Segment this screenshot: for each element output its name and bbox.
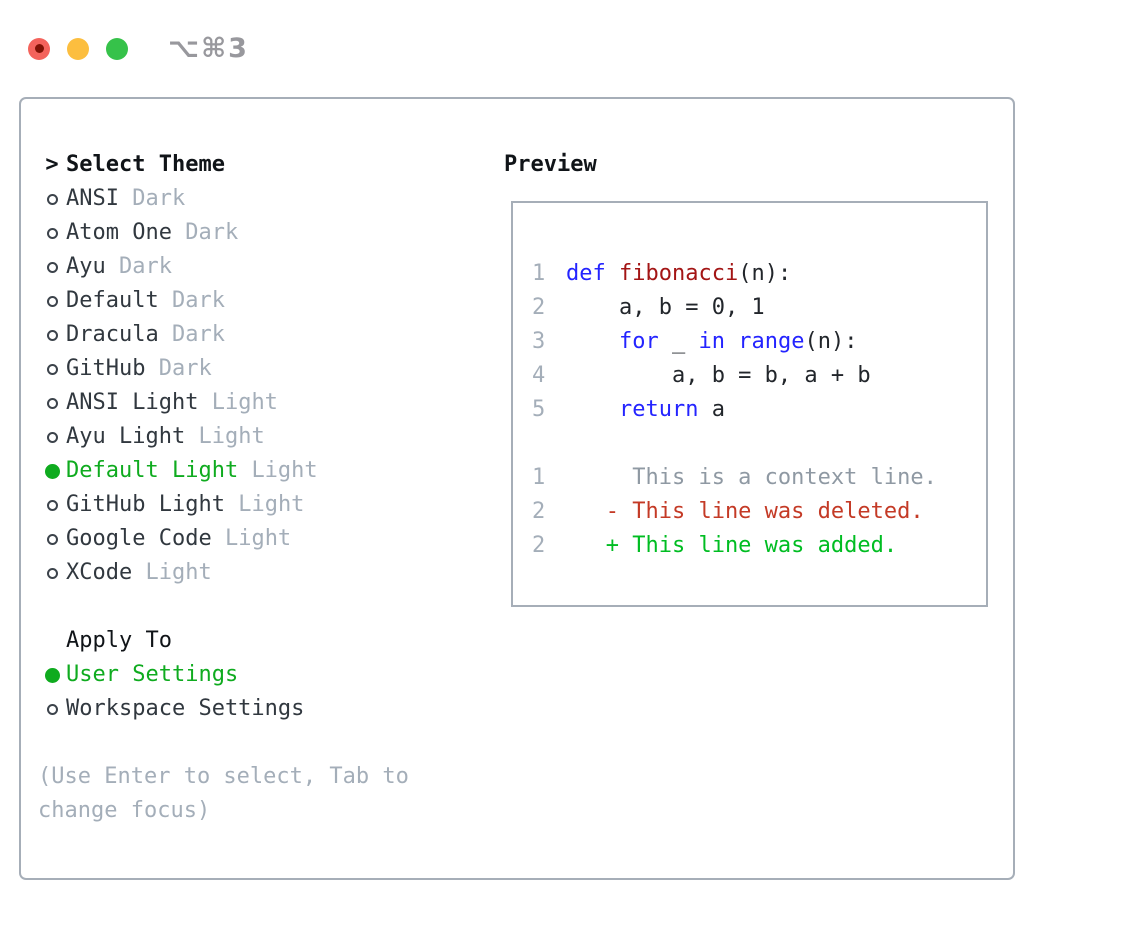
record-dot-icon: [34, 44, 44, 53]
apply-to-header: Apply To: [38, 624, 488, 658]
theme-option-label: Ayu Dark: [66, 254, 172, 279]
theme-option-label: ANSI Light Light: [66, 390, 278, 415]
theme-option-label: Default Dark: [66, 288, 225, 313]
theme-option-label: ANSI Dark: [66, 186, 186, 211]
theme-option-github-light[interactable]: GitHub Light Light: [38, 488, 488, 522]
diff-line-deleted: 2 - This line was deleted.: [532, 495, 966, 529]
radio-unselected-icon: [38, 227, 66, 239]
apply-option-label: Workspace Settings: [66, 696, 305, 721]
diff-text: - This line was deleted.: [566, 499, 924, 524]
theme-option-google-code[interactable]: Google Code Light: [38, 522, 488, 556]
theme-option-ansi-light[interactable]: ANSI Light Light: [38, 386, 488, 420]
code-text: a, b = 0, 1: [566, 295, 765, 320]
apply-option-workspace-settings[interactable]: Workspace Settings: [38, 692, 488, 726]
theme-option-ayu[interactable]: Ayu Dark: [38, 250, 488, 284]
radio-unselected-icon: [38, 431, 66, 443]
radio-unselected-icon: [38, 499, 66, 511]
apply-to-title: Apply To: [66, 628, 172, 653]
line-number: 2: [532, 533, 546, 558]
code-text: def fibonacci(n):: [566, 261, 792, 286]
line-number: 2: [532, 295, 546, 320]
radio-unselected-icon: [38, 397, 66, 409]
line-number: 1: [532, 465, 546, 490]
apply-option-label: User Settings: [66, 662, 239, 687]
code-line: 3 for _ in range(n):: [532, 325, 966, 359]
code-line: 4 a, b = b, a + b: [532, 359, 966, 393]
theme-option-label: Ayu Light Light: [66, 424, 265, 449]
theme-option-default-light[interactable]: Default Light Light: [38, 454, 488, 488]
window-title: ⌥⌘3: [168, 33, 249, 64]
radio-unselected-icon: [38, 295, 66, 307]
select-theme-header: > Select Theme: [38, 148, 488, 182]
radio-unselected-icon: [38, 261, 66, 273]
apply-option-user-settings[interactable]: User Settings: [38, 658, 488, 692]
select-theme-title: Select Theme: [66, 152, 225, 177]
theme-option-xcode[interactable]: XCode Light: [38, 556, 488, 590]
line-number: 5: [532, 397, 546, 422]
theme-option-label: Default Light Light: [66, 458, 318, 483]
line-number: 4: [532, 363, 546, 388]
radio-unselected-icon: [38, 363, 66, 375]
line-number: 2: [532, 499, 546, 524]
diff-line-context: 1 This is a context line.: [532, 461, 966, 495]
theme-option-label: Atom One Dark: [66, 220, 239, 245]
zoom-button[interactable]: [106, 37, 128, 60]
preview-header-row: Preview: [504, 148, 1013, 182]
line-number: 3: [532, 329, 546, 354]
theme-option-github[interactable]: GitHub Dark: [38, 352, 488, 386]
theme-option-default[interactable]: Default Dark: [38, 284, 488, 318]
traffic-lights: [28, 37, 128, 60]
theme-option-label: GitHub Light Light: [66, 492, 305, 517]
code-line: 1 def fibonacci(n):: [532, 257, 966, 291]
radio-unselected-icon: [38, 193, 66, 205]
theme-option-label: GitHub Dark: [66, 356, 212, 381]
theme-option-ayu-light[interactable]: Ayu Light Light: [38, 420, 488, 454]
radio-unselected-icon: [38, 703, 66, 715]
radio-selected-icon: [38, 667, 66, 683]
close-button[interactable]: [28, 37, 50, 60]
titlebar: ⌥⌘3: [0, 0, 1140, 97]
diff-text: + This line was added.: [566, 533, 898, 558]
diff-line-added: 2 + This line was added.: [532, 529, 966, 563]
radio-selected-icon: [38, 463, 66, 479]
code-text: for _ in range(n):: [618, 329, 858, 354]
line-number: 1: [532, 261, 546, 286]
radio-unselected-icon: [38, 329, 66, 341]
code-text: a, b = b, a + b: [566, 363, 871, 388]
preview-title: Preview: [504, 152, 597, 177]
gap: [532, 427, 966, 461]
theme-option-label: Google Code Light: [66, 526, 292, 551]
radio-unselected-icon: [38, 567, 66, 579]
code-line: 5 return a: [532, 393, 966, 427]
gap: [38, 590, 488, 624]
hint-text: (Use Enter to select, Tab to change focu…: [38, 764, 409, 823]
theme-option-ansi[interactable]: ANSI Dark: [38, 182, 488, 216]
diff-preview: 1 This is a context line.2 - This line w…: [532, 461, 966, 563]
radio-unselected-icon: [38, 533, 66, 545]
theme-option-atom-one[interactable]: Atom One Dark: [38, 216, 488, 250]
minimize-button[interactable]: [67, 37, 89, 60]
prompt-icon: >: [45, 152, 59, 177]
gap: [38, 726, 488, 760]
code-line: 2 a, b = 0, 1: [532, 291, 966, 325]
code-text: return a: [618, 397, 725, 422]
theme-option-label: Dracula Dark: [66, 322, 225, 347]
theme-option-dracula[interactable]: Dracula Dark: [38, 318, 488, 352]
diff-text: This is a context line.: [566, 465, 937, 490]
theme-option-label: XCode Light: [66, 560, 212, 585]
